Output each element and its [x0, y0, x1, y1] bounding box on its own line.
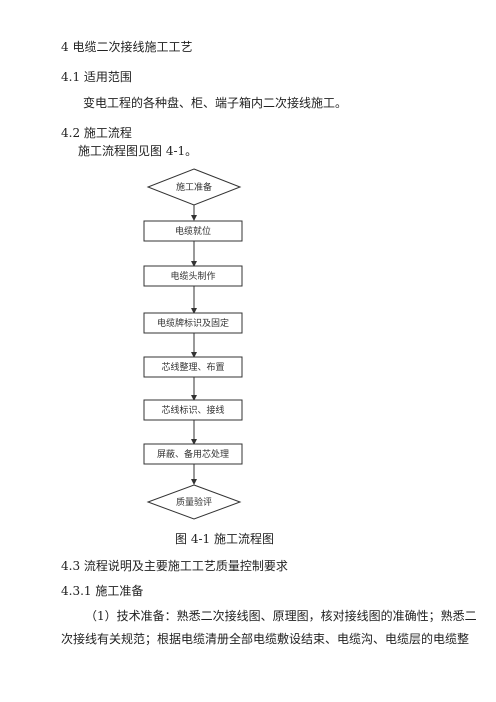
flow-step-5: [143, 399, 243, 421]
flow-step-2-label: 电缆头制作: [170, 270, 215, 282]
flow-step-3-label: 电缆牌标识及固定: [157, 317, 229, 329]
section-4-3-1-title: 4.3.1 施工准备: [61, 584, 144, 598]
figure-caption: 图 4-1 施工流程图: [175, 532, 274, 546]
flow-start-label: 施工准备: [176, 181, 212, 193]
flow-step-6-label: 屏蔽、备用芯处理: [157, 448, 229, 460]
body-line-2: 次接线有关规范；根据电缆清册全部电缆敷设结束、电缆沟、电缆层的电缆整: [61, 632, 470, 646]
flow-step-4-label: 芯线整理、布置: [161, 361, 224, 373]
section-4-2-title: 4.2 施工流程: [61, 126, 132, 140]
body-line-1: （1）技术准备：熟悉二次接线图、原理图，核对接线图的准确性；熟悉二: [85, 609, 477, 623]
flow-end-label: 质量验评: [176, 496, 212, 508]
flow-step-4: [143, 356, 243, 378]
section-4-3-title: 4.3 流程说明及主要施工工艺质量控制要求: [61, 559, 288, 573]
flow-step-1: [143, 220, 243, 242]
section-4-1-text: 变电工程的各种盘、柜、端子箱内二次接线施工。: [83, 96, 348, 110]
section-4-3-1-body: （1）技术准备：熟悉二次接线图、原理图，核对接线图的准确性；熟悉二 次接线有关规…: [61, 605, 489, 651]
flow-end-diamond: [146, 484, 242, 520]
section-4-title: 4 电缆二次接线施工工艺: [61, 40, 193, 54]
section-4-2-text: 施工流程图见图 4-1。: [78, 144, 198, 158]
flow-step-1-label: 电缆就位: [175, 225, 211, 237]
flow-step-6: [143, 443, 243, 465]
flow-step-2: [143, 265, 243, 287]
section-4-1-title: 4.1 适用范围: [61, 70, 132, 84]
flow-step-5-label: 芯线标识、接线: [161, 404, 224, 416]
flow-step-3: [143, 312, 243, 334]
